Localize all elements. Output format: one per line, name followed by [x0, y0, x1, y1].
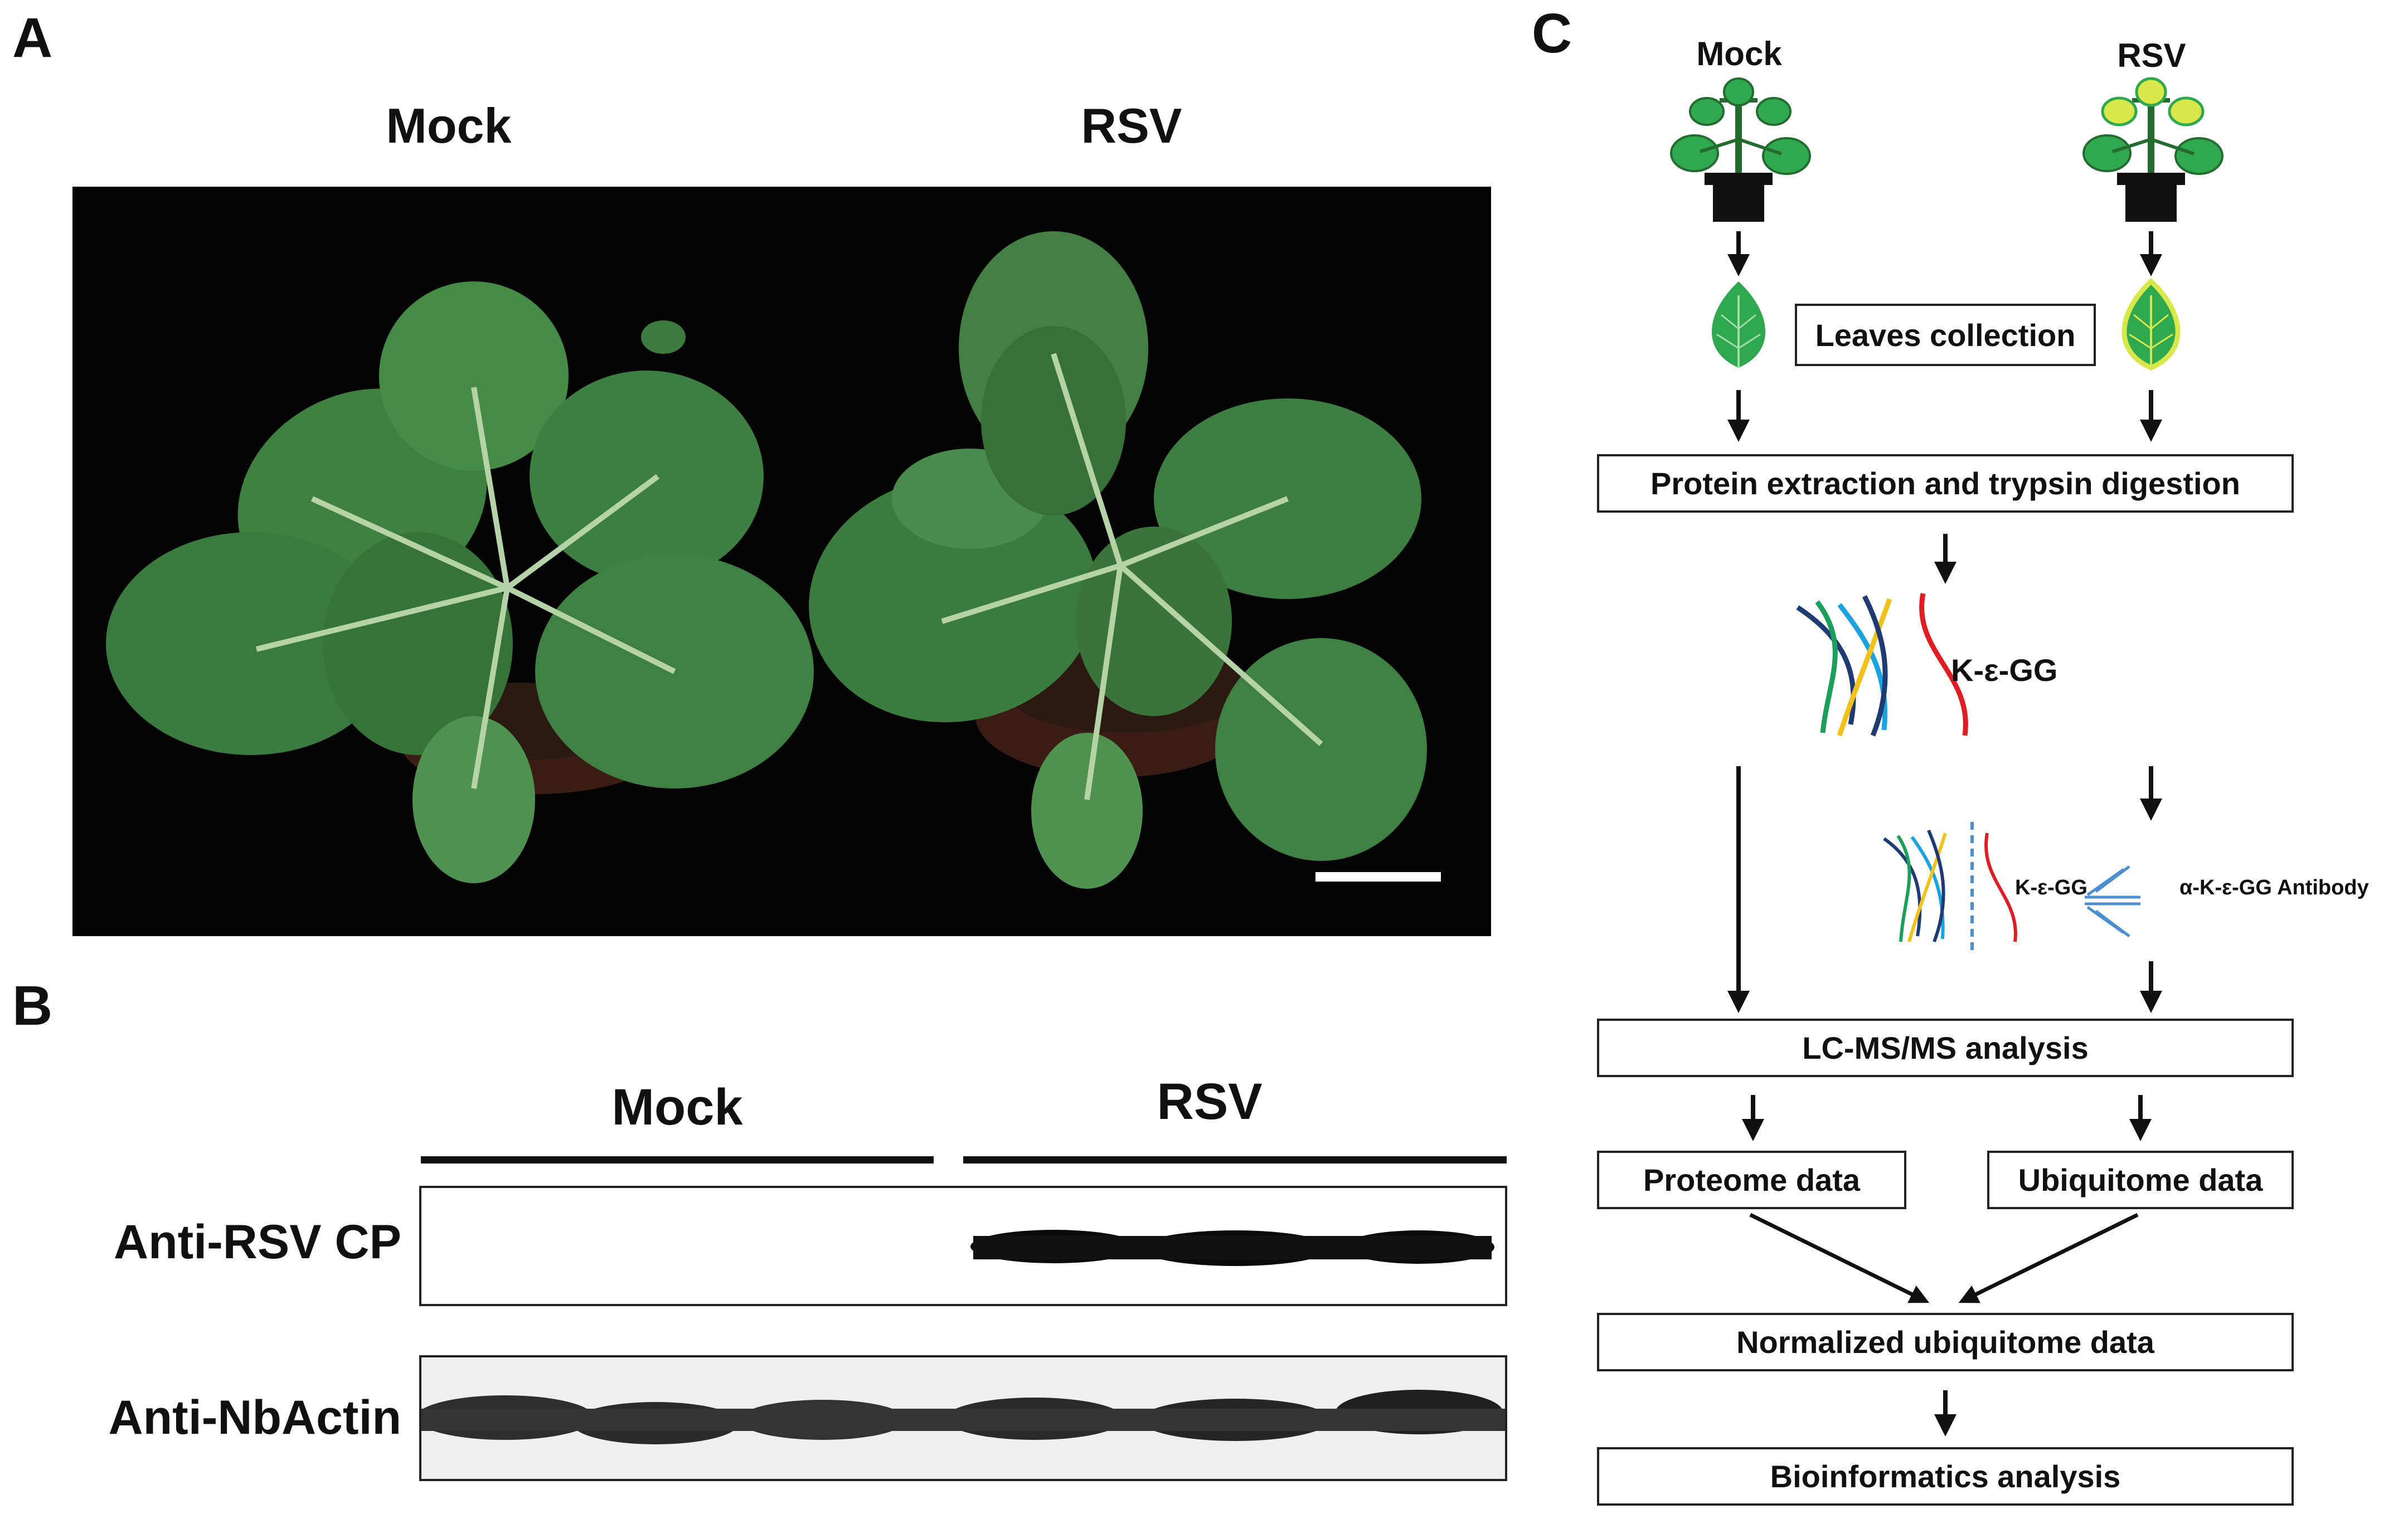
protein-extraction-box: Protein extraction and trypsin digestion — [1597, 454, 2294, 513]
rsv-cp-bands — [970, 1230, 1494, 1266]
peptide-label: K-ε-GG — [1951, 653, 2058, 688]
scale-bar — [1315, 872, 1441, 882]
panel-a-rsv-label: RSV — [1081, 98, 1182, 153]
peptide-mixture-icon — [1796, 593, 1968, 737]
panel-a-letter: A — [12, 7, 53, 69]
blot-cp-label: Anti-RSV CP — [114, 1215, 401, 1269]
blot-nbactin — [416, 1355, 1507, 1481]
panel-b-rsv-label: RSV — [1157, 1073, 1263, 1130]
ubiquitome-box: Ubiquitome data — [1987, 1151, 2294, 1209]
rsv-group-line — [963, 1156, 1507, 1164]
rsv-leaf-icon — [2121, 278, 2181, 371]
bioinformatics-box: Bioinformatics analysis — [1597, 1447, 2294, 1506]
panel-c-letter: C — [1532, 2, 1572, 65]
panel-b-mock-label: Mock — [611, 1079, 743, 1136]
blot-rsv-cp — [419, 1186, 1507, 1306]
mock-leaf-icon — [1711, 281, 1766, 368]
mock-group-line — [421, 1156, 934, 1164]
enrichment-peptides-icon — [1883, 822, 2017, 956]
lcms-box: LC-MS/MS analysis — [1597, 1019, 2294, 1077]
leaves-collection-box: Leaves collection — [1795, 304, 2096, 366]
rsv-plant — [809, 231, 1427, 889]
rsv-plant-icon — [2082, 77, 2223, 222]
antibody-icon — [2085, 865, 2140, 937]
proteome-box: Proteome data — [1597, 1151, 1906, 1209]
panel-c-mock-label: Mock — [1696, 35, 1782, 72]
arrow-proteome-to-normalized — [1749, 1213, 1930, 1303]
blot-actin-label: Anti-NbActin — [108, 1391, 401, 1444]
normalized-box: Normalized ubiquitome data — [1597, 1313, 2294, 1371]
antibody-label: α-K-ε-GG Antibody — [2179, 876, 2369, 899]
mock-plant-icon — [1670, 77, 1811, 222]
arrow-ubiquitome-to-normalized — [1958, 1213, 2139, 1303]
plant-photo — [72, 187, 1491, 936]
nbactin-bands — [416, 1357, 1505, 1479]
panel-a-mock-label: Mock — [386, 98, 512, 153]
panel-b-letter: B — [12, 975, 53, 1037]
panel-c-rsv-label: RSV — [2117, 37, 2186, 74]
mock-plant — [106, 281, 814, 883]
enrich-peptide-label: K-ε-GG — [2015, 876, 2087, 899]
plant-photo-illustration — [106, 231, 1427, 889]
